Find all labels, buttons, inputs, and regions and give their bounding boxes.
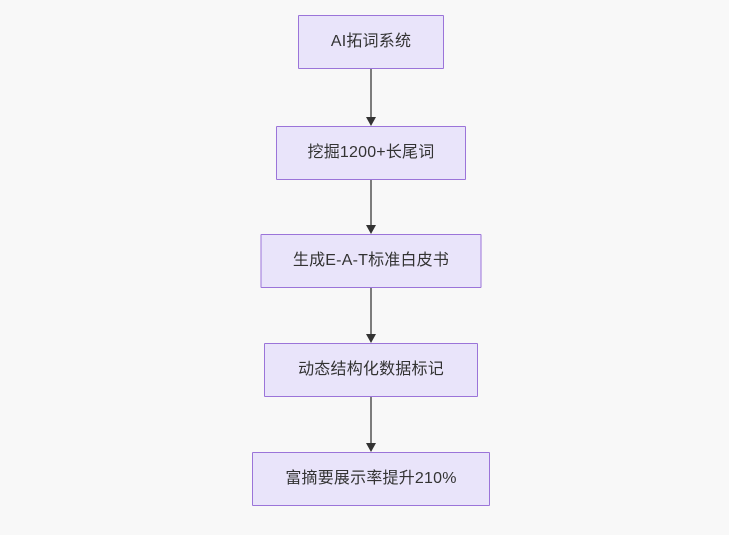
edge-line [370,69,372,118]
arrowhead-icon [366,334,376,343]
flowchart-node-label: 动态结构化数据标记 [298,361,444,378]
edge-node4-to-node5 [365,397,377,452]
edge-line [370,288,372,335]
arrowhead-icon [366,225,376,234]
edge-node2-to-node3 [365,180,377,234]
arrowhead-icon [366,117,376,126]
edge-node3-to-node4 [365,288,377,343]
flowchart-node-1[interactable]: AI拓词系统 [298,15,444,69]
flowchart-node-label: 富摘要展示率提升210% [285,470,457,487]
flowchart-node-3[interactable]: 生成E-A-T标准白皮书 [260,234,482,288]
arrowhead-icon [366,443,376,452]
edge-node1-to-node2 [365,69,377,126]
flowchart-node-4[interactable]: 动态结构化数据标记 [264,343,478,397]
edge-line [370,397,372,444]
flowchart-node-label: 挖掘1200+长尾词 [307,144,435,161]
flowchart-node-2[interactable]: 挖掘1200+长尾词 [276,126,466,180]
edge-line [370,180,372,226]
flowchart-node-label: 生成E-A-T标准白皮书 [292,252,450,269]
flowchart-node-label: AI拓词系统 [330,33,412,50]
flowchart-node-5[interactable]: 富摘要展示率提升210% [252,452,490,506]
